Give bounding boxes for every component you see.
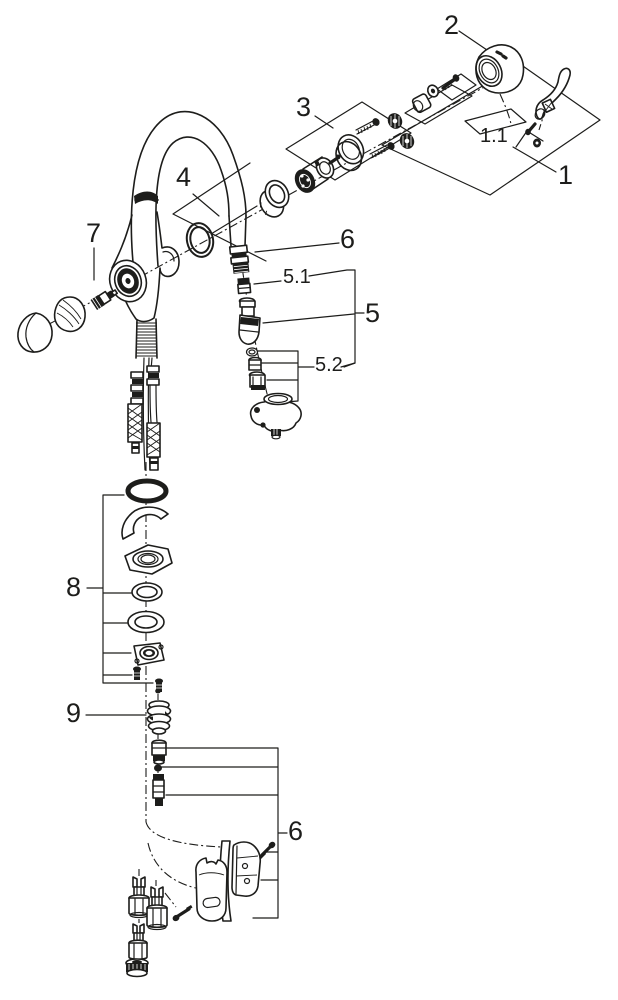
oring-axis [210, 205, 258, 235]
hose-left [127, 371, 144, 454]
washer-2 [127, 610, 165, 634]
faucet-body [108, 110, 247, 359]
base-o-ring [125, 478, 169, 504]
callout-5: 5 [365, 298, 381, 328]
weight-half-right [231, 841, 262, 897]
bottom-hose-connectors [125, 876, 168, 978]
knurled-nut-b [399, 133, 415, 149]
spout-outer [130, 110, 247, 274]
leader-4 [192, 193, 220, 217]
quick-coupling-9 [146, 700, 172, 735]
spout-tube [228, 215, 247, 247]
callout-6-top: 6 [340, 224, 356, 254]
callout-9: 9 [66, 698, 82, 728]
lever-screw [525, 122, 541, 148]
threaded-collar [259, 179, 290, 218]
o-ring-4 [185, 222, 215, 258]
horseshoe-spacer [121, 506, 169, 540]
cartridge [294, 154, 341, 193]
handle-cap [475, 44, 525, 94]
side-valve-group [17, 289, 119, 353]
callout-8: 8 [66, 572, 82, 602]
cap-outer [17, 312, 53, 353]
lever-handle [534, 67, 571, 120]
callout-2: 2 [444, 10, 460, 40]
weight-half-left [195, 857, 228, 922]
spray-body-5 [238, 314, 261, 345]
top-parts-chain [185, 44, 571, 258]
callout-7: 7 [86, 218, 102, 248]
group-1-frame [381, 63, 601, 196]
boss-line [162, 250, 175, 262]
hose-right [146, 357, 161, 471]
hose-weight-assembly [172, 840, 276, 922]
supply-hoses [127, 357, 161, 471]
spray-head-chain [237, 277, 302, 440]
group-8-bracket [86, 494, 154, 684]
connector-2 [146, 886, 168, 931]
group-6-bottom-bracket [161, 747, 288, 919]
leader-3 [314, 115, 334, 129]
washer-1 [131, 582, 163, 602]
bottom-cap [125, 958, 149, 978]
body-left [111, 214, 133, 269]
handle-hub [108, 259, 148, 303]
spray-part-5-1 [237, 277, 252, 295]
connector-3 [128, 923, 148, 961]
mounting-nut [124, 544, 173, 575]
check-valve-chain [146, 688, 172, 806]
spray-o-ring [245, 347, 259, 357]
threaded-shank [135, 318, 158, 359]
cap-inner [53, 296, 86, 333]
cube-adapter [411, 93, 432, 114]
weight-screw-top [259, 841, 276, 859]
leader-2 [458, 30, 488, 51]
spray-hose-connector [228, 244, 250, 274]
adapter [151, 739, 167, 765]
flange-screw-right [155, 678, 163, 692]
spout-inner [155, 136, 230, 267]
callout-6-bottom: 6 [288, 816, 304, 846]
spout-joint [134, 194, 159, 201]
check-valve [152, 774, 165, 806]
valve-part-7 [90, 289, 119, 311]
small-screw [441, 74, 460, 91]
mounting-flange [133, 642, 165, 666]
leader-6-top [254, 242, 340, 253]
spray-cylinder [238, 297, 256, 317]
spray-insert [248, 356, 262, 371]
callout-1: 1 [558, 160, 574, 190]
mounting-hardware [121, 478, 173, 692]
callout-5-2: 5.2 [315, 354, 343, 376]
group-5-bracket [253, 269, 365, 368]
flange-ring [335, 134, 365, 172]
cone-washer [426, 84, 440, 98]
leader-1 [512, 146, 557, 173]
spray-base [249, 392, 302, 440]
small-screw-dot [155, 688, 161, 694]
knurled-nut-a [387, 113, 403, 129]
check-ball [154, 764, 162, 772]
callout-5-1: 5.1 [283, 266, 311, 288]
spout-joint-band [134, 191, 158, 204]
handle-screw-2 [369, 142, 395, 159]
flange-screw-left [133, 666, 141, 680]
group-1-1-frame [464, 108, 527, 135]
callout-1-1: 1.1 [480, 125, 508, 147]
connector-1 [128, 876, 150, 919]
handle-screw-1 [355, 118, 380, 135]
callout-4: 4 [176, 162, 192, 192]
spray-ribbed-sleeve [248, 371, 266, 390]
weight-screw-bottom [172, 905, 193, 922]
callout-3: 3 [296, 92, 312, 122]
